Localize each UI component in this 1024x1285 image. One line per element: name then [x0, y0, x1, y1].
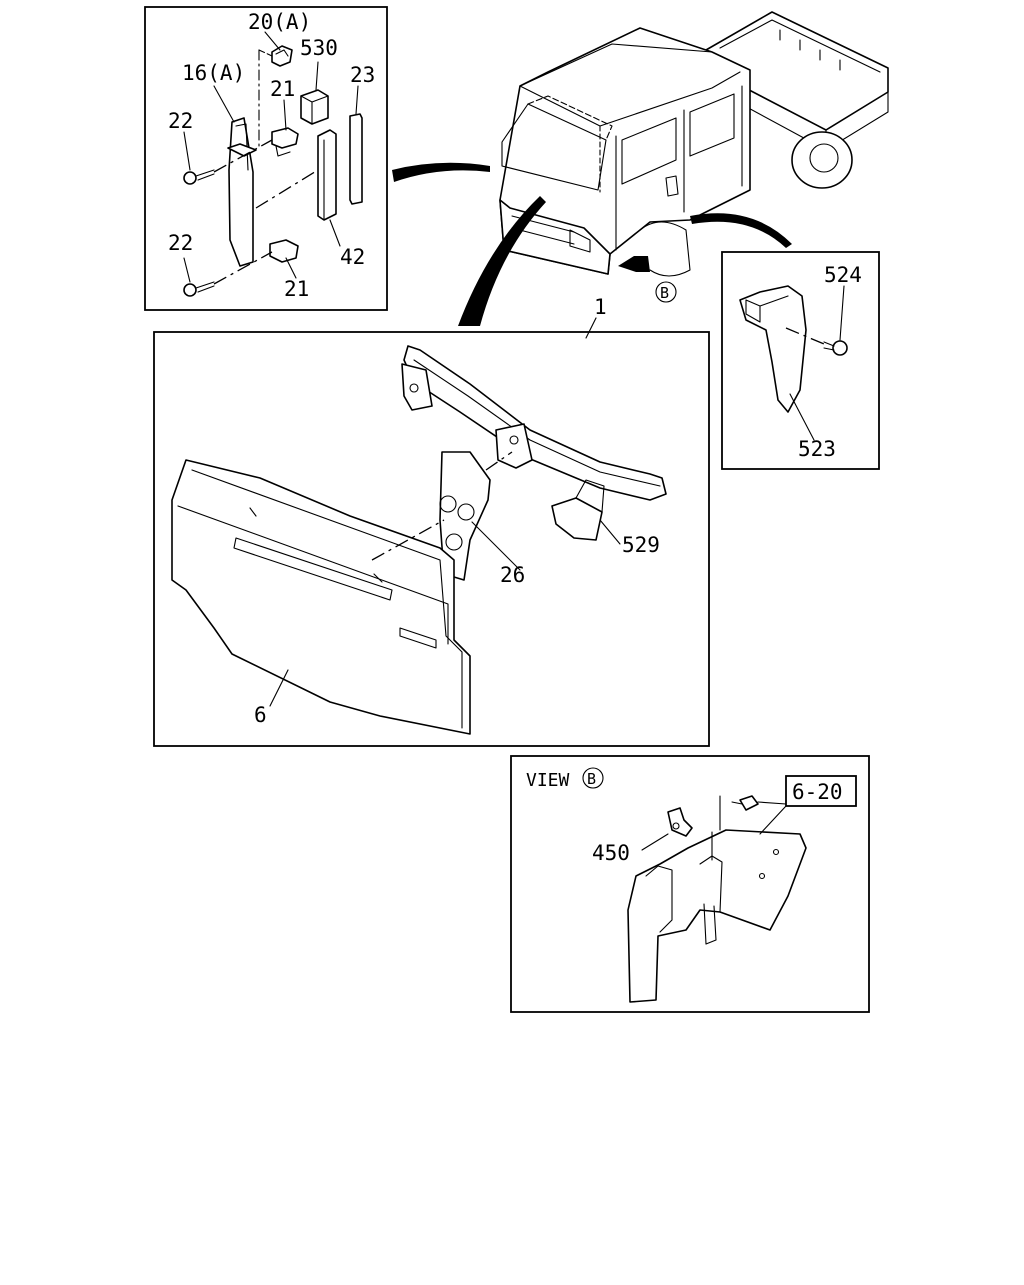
- callout-523: 523: [798, 437, 836, 461]
- clip-450: [667, 807, 693, 837]
- bolt-6-20: [731, 795, 759, 811]
- clip-20a: [271, 45, 293, 67]
- crossmember-center-bracket: [495, 423, 533, 469]
- ref-box-6-20: [785, 775, 857, 807]
- callout-42: 42: [340, 245, 365, 269]
- bolt-524: [823, 340, 848, 356]
- callout-6-20: 6-20: [792, 780, 843, 804]
- pointer-arrow-left: [392, 162, 490, 182]
- callout-21-bottom: 21: [284, 277, 309, 301]
- callout-20a: 20(A): [248, 10, 311, 34]
- callout-26: 26: [500, 563, 525, 587]
- grommet-21-top: [271, 127, 299, 149]
- callout-22-bottom: 22: [168, 231, 193, 255]
- bracket-529: [551, 497, 603, 541]
- center-stay-26: [439, 451, 491, 581]
- screw-22-top: [183, 169, 215, 185]
- callout-22-top: 22: [168, 109, 193, 133]
- grommet-21-bottom: [269, 239, 299, 263]
- panel-slot: [233, 537, 393, 601]
- mud-flap-523: [739, 285, 807, 413]
- callout-524: 524: [824, 263, 862, 287]
- pointer-arrow-down: [458, 196, 546, 326]
- front-door-window: [621, 117, 677, 185]
- detail-box-mud-flap: [721, 251, 880, 470]
- view-b-circle: [582, 767, 604, 789]
- view-b-letter: B: [587, 770, 596, 788]
- detail-box-trim-strips: [144, 6, 388, 311]
- view-b-title: VIEW: [526, 770, 570, 791]
- detail-box-front-panel: [153, 317, 710, 747]
- windshield: [501, 103, 607, 191]
- callout-16a: 16(A): [182, 61, 245, 85]
- detail-frame-right: [721, 251, 880, 470]
- main-frame: [153, 331, 710, 747]
- view-b-arrow: [618, 256, 650, 272]
- view-b-bracket: [627, 829, 807, 1003]
- front-wheel: [639, 221, 691, 277]
- truck-b-circle: [655, 281, 677, 303]
- callout-labels: 20(A) 530 16(A) 21 23 22 22 42 21 1 524 …: [168, 10, 862, 865]
- callout-529: 529: [622, 533, 660, 557]
- callout-450: 450: [592, 841, 630, 865]
- trim-panel: [228, 117, 254, 267]
- rear-door-window: [689, 93, 735, 157]
- view-b-frame: [510, 755, 870, 1013]
- truck-b-letter: B: [660, 284, 669, 302]
- cap-530: [300, 89, 329, 125]
- truck-illustration: [499, 11, 889, 277]
- crossmember-left-bracket: [401, 363, 433, 411]
- strip-42: [317, 129, 337, 221]
- callout-21-top: 21: [270, 77, 295, 101]
- detail-frame: [144, 6, 388, 311]
- rear-wheel: [791, 131, 853, 189]
- detail-box-view-b: [510, 755, 870, 1013]
- callout-530: 530: [300, 36, 338, 60]
- pointer-arrow-right: [690, 213, 792, 248]
- callout-23: 23: [350, 63, 375, 87]
- front-panel-6: [171, 459, 471, 735]
- callout-6: 6: [254, 703, 267, 727]
- screw-22-bottom: [183, 281, 215, 297]
- callout-1: 1: [594, 295, 607, 319]
- strip-23: [349, 113, 363, 205]
